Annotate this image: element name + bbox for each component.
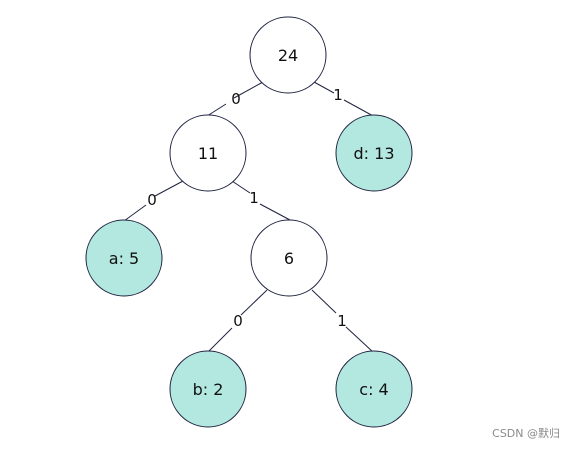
edge-label-n11-n6: 1: [249, 189, 259, 207]
edge-root-d: 1: [313, 81, 376, 118]
leaf-node-a: a: 5: [85, 219, 163, 297]
edge-n6-c: 1: [311, 289, 374, 353]
node-11: 11: [169, 114, 247, 192]
edge-label-n6-b: 0: [233, 312, 243, 330]
edge-label-n6-c: 1: [337, 312, 347, 330]
node-label-11: 11: [198, 144, 218, 163]
node-root: 24: [249, 16, 327, 94]
leaf-node-c: c: 4: [335, 350, 413, 428]
edge-label-root-d: 1: [333, 86, 343, 104]
edge-label-root-n11: 0: [231, 90, 241, 108]
edge-label-n11-a: 0: [147, 191, 157, 209]
edge-n11-n6: 1: [231, 180, 291, 221]
node-label-c: c: 4: [359, 380, 388, 399]
node-6: 6: [250, 219, 328, 297]
node-label-6: 6: [284, 249, 294, 268]
leaf-node-b: b: 2: [169, 350, 247, 428]
edge-n11-a: 0: [123, 180, 184, 222]
leaf-node-d: d: 13: [335, 114, 413, 192]
watermark: CSDN @默归: [492, 427, 560, 440]
node-label-d: d: 13: [354, 144, 395, 163]
edge-n6-b: 0: [207, 289, 268, 353]
node-label-a: a: 5: [109, 249, 139, 268]
node-label-b: b: 2: [193, 380, 224, 399]
node-label-root: 24: [278, 46, 298, 65]
